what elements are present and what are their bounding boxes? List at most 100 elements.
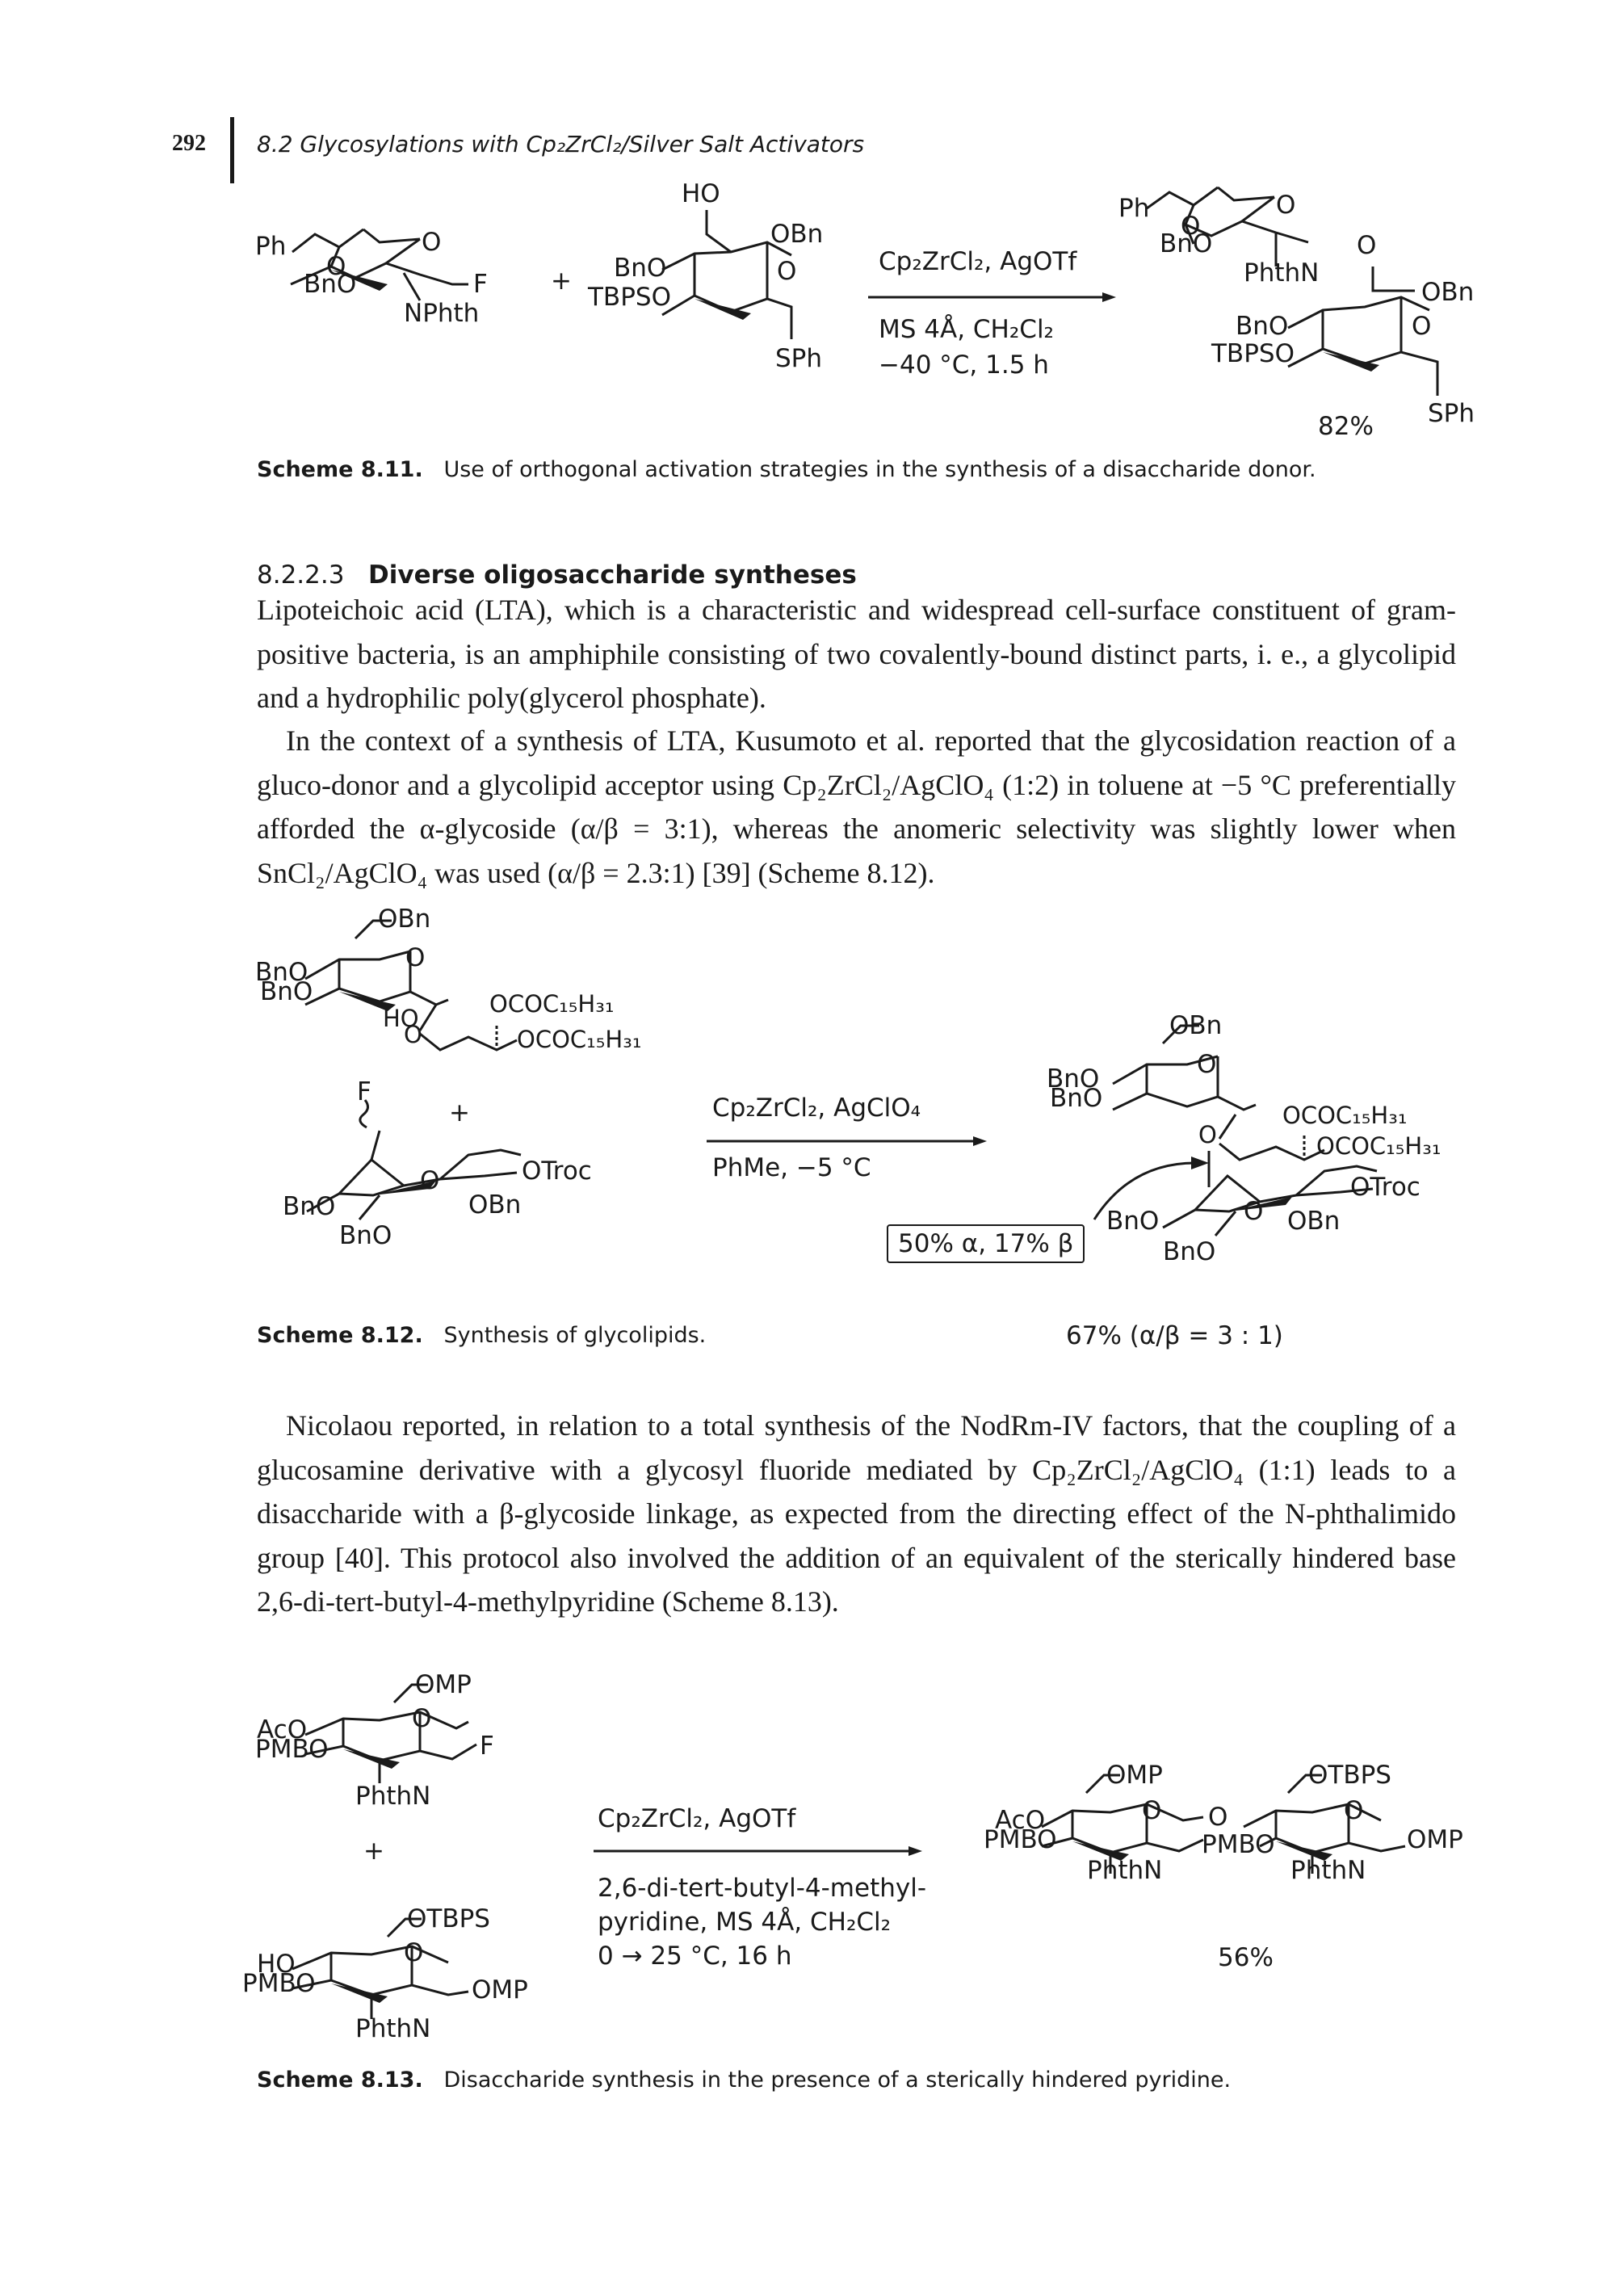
glycosidic-oxygen-label: O [1357, 231, 1377, 260]
yield-label: 82% [1318, 412, 1374, 441]
bno-label: BnO [1050, 1084, 1103, 1113]
bno-label: BnO [339, 1221, 392, 1250]
pmbo-label: PMBO [255, 1735, 329, 1764]
scheme-8-12-acceptor-ring [304, 919, 518, 1052]
page-number: 292 [172, 131, 206, 156]
scheme-8-13-arrow [594, 1846, 922, 1856]
obn-label: OBn [1421, 278, 1475, 307]
bno-label: BnO [283, 1192, 336, 1221]
reagents-above-arrow: Cp₂ZrCl₂, AgOTf [598, 1804, 796, 1833]
ring-oxygen-label: O [405, 943, 426, 972]
ring-oxygen-label: O [1197, 1050, 1217, 1079]
caption-text: Use of orthogonal activation strategies … [443, 457, 1316, 482]
bno-label: BnO [304, 270, 357, 299]
ring-oxygen-label: O [1142, 1796, 1162, 1825]
aco-label: AcO [257, 1715, 308, 1744]
tbpso-label: TBPSO [588, 283, 671, 312]
scheme-caption: Scheme 8.11. Use of orthogonal activatio… [257, 457, 1316, 482]
bno-label: BnO [1163, 1237, 1216, 1266]
ring-oxygen-label: O [412, 1704, 432, 1733]
bno-label: BnO [260, 977, 313, 1006]
ester-label: OCOC₁₅H₃₁ [489, 990, 615, 1018]
glycosidic-oxygen-label: O [1198, 1121, 1217, 1148]
phenyl-label: Ph [1118, 194, 1150, 223]
omp-label: OMP [1407, 1825, 1463, 1854]
ring-oxygen-label: O [404, 1938, 424, 1967]
acetal-oxygen-label: O [326, 252, 346, 281]
sph-label: SPh [775, 344, 823, 373]
section-heading: 8.2.2.3 Diverse oligosaccharide synthese… [257, 560, 857, 590]
ring-oxygen-label: O [1412, 312, 1432, 341]
plus-sign: + [363, 1837, 384, 1866]
acetal-oxygen-label: O [1181, 212, 1201, 241]
scheme-8-13-product-rings [1041, 1774, 1406, 1874]
omp-label: OMP [1106, 1761, 1163, 1790]
running-title: 8.2 Glycosylations with Cp₂ZrCl₂/Silver … [257, 131, 865, 157]
scheme-8-12-donor-ring [306, 1099, 522, 1220]
ring-oxygen-label: O [1276, 191, 1296, 220]
ester-label: OCOC₁₅H₃₁ [517, 1026, 642, 1053]
caption-text: Synthesis of glycolipids. [443, 1323, 707, 1348]
caption-label: Scheme 8.11. [257, 457, 423, 482]
section-title: Diverse oligosaccharide syntheses [368, 560, 857, 590]
reagents-below-arrow-2: −40 °C, 1.5 h [879, 351, 1049, 380]
scheme-8-11-arrow [868, 292, 1116, 302]
scheme-8-12-product-rings [1093, 1024, 1378, 1236]
phenyl-label: Ph [255, 232, 287, 261]
otbps-label: OTBPS [1308, 1761, 1391, 1790]
hydroxyl-label: HO [682, 179, 720, 208]
bno-label: BnO [1160, 229, 1213, 258]
scheme-caption: Scheme 8.13. Disaccharide synthesis in t… [257, 2068, 1231, 2093]
reagents-below-arrow-2: pyridine, MS 4Å, CH₂Cl₂ [598, 1908, 892, 1937]
yield-label: 56% [1218, 1943, 1274, 1972]
paragraph: In the context of a synthesis of LTA, Ku… [257, 724, 1456, 889]
otbps-label: OTBPS [407, 1904, 490, 1933]
plus-sign: + [449, 1098, 470, 1127]
bno-label: BnO [1236, 312, 1289, 341]
reagents-below-arrow: PhMe, −5 °C [712, 1153, 871, 1182]
reagents-below-arrow-3: 0 → 25 °C, 16 h [598, 1942, 792, 1971]
pmbo-label: PMBO [242, 1969, 316, 1998]
nphth-label: NPhth [404, 299, 480, 328]
otroc-label: OTroc [1350, 1173, 1420, 1202]
obn-label: OBn [378, 905, 431, 934]
tbpso-label: TBPSO [1211, 339, 1295, 368]
otroc-label: OTroc [522, 1157, 592, 1186]
obn-label: OBn [770, 220, 824, 249]
fluoride-label: F [480, 1732, 494, 1761]
bno-label: BnO [614, 254, 667, 283]
omp-label: OMP [472, 1975, 528, 2005]
reagents-below-arrow-1: MS 4Å, CH₂Cl₂ [879, 315, 1054, 344]
ester-label: OCOC₁₅H₃₁ [1282, 1102, 1408, 1129]
reagents-below-arrow-1: 2,6-di-tert-butyl-4-methyl- [598, 1874, 927, 1903]
phthn-label: PhthN [1290, 1856, 1366, 1885]
scheme-8-13-acceptor-ring [292, 1917, 469, 2019]
header-rule [230, 117, 234, 183]
bno-label: BnO [1106, 1207, 1160, 1236]
aco-label: AcO [995, 1806, 1046, 1835]
hydroxyl-label: HO [383, 1005, 419, 1032]
scheme-8-11-product-rings [1146, 186, 1439, 396]
paragraph: Nicolaou reported, in relation to a tota… [257, 1409, 1456, 1618]
plus-sign: + [551, 267, 572, 296]
caption-text: Disaccharide synthesis in the presence o… [443, 2068, 1232, 2093]
hydroxyl-label: HO [257, 1950, 296, 1979]
phthn-label: PhthN [355, 1782, 431, 1811]
obn-label: OBn [1169, 1011, 1223, 1040]
caption-label: Scheme 8.13. [257, 2068, 423, 2093]
paragraph: Lipoteichoic acid (LTA), which is a char… [257, 594, 1456, 714]
scheme-caption: Scheme 8.12. Synthesis of glycolipids. [257, 1323, 706, 1348]
fluoride-label: F [473, 270, 488, 299]
scheme-8-11-reactant1-rings [290, 228, 468, 301]
pmbo-label: PMBO [1202, 1830, 1275, 1859]
ring-oxygen-label: O [777, 257, 797, 286]
ring-oxygen-label: O [1244, 1197, 1264, 1226]
caption-label: Scheme 8.12. [257, 1323, 423, 1348]
yield-label: 67% (α/β = 3 : 1) [1066, 1321, 1283, 1350]
ring-oxygen-label: O [420, 1166, 440, 1195]
scheme-8-11-reactant2-ring [661, 210, 793, 339]
ring-oxygen-label: O [422, 228, 442, 257]
scheme-8-12-arrow [707, 1136, 987, 1146]
fluoride-label: F [357, 1077, 371, 1106]
